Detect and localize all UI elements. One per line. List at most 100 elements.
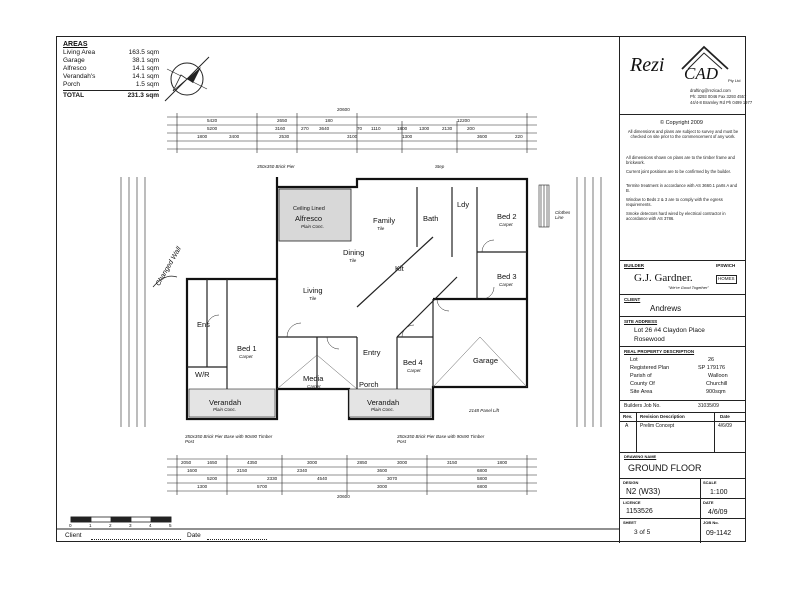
label-clothes-line: Clothes Line: [555, 210, 571, 220]
dim-top: 1800: [397, 126, 408, 131]
label-brick-pier: 350x350 Brick Pier: [257, 164, 295, 169]
dim-top: 3640: [319, 126, 330, 131]
sheet-cell: SHEET 3 of 5 JOB No. 09-1142: [620, 519, 746, 543]
dim-bottom: 3000: [377, 484, 388, 489]
firm-address: 44/4-8 Bramley Rd Ph 0499 1977: [690, 100, 753, 105]
room-alfresco-floor: Plain Conc.: [301, 224, 325, 229]
room-bed2: Bed 2: [497, 212, 517, 221]
footer-date-label: Date: [187, 532, 201, 539]
dim-top: 180: [325, 118, 333, 123]
date-line: [207, 539, 267, 540]
dim-bottom: 3150: [447, 460, 458, 465]
dim-bottom: 3000: [307, 460, 318, 465]
scale-bar-tick: 0: [69, 523, 72, 528]
licence-cell: LICENCE 1153526 DATE 4/6/09: [620, 499, 746, 519]
rev-header: Rev.: [623, 414, 633, 419]
room-living: Living: [303, 286, 323, 295]
rpd-value: 900sqm: [706, 389, 726, 395]
notes-cell: © Copyright 2009 All dimensions and plan…: [620, 115, 746, 261]
room-bed3-floor: Carpet: [499, 282, 513, 287]
scale-value: 1:100: [710, 489, 728, 496]
room-verandah-right-floor: Plain Conc.: [371, 407, 395, 412]
room-kit: Kit: [395, 264, 404, 273]
dim-bottom: 2850: [357, 460, 368, 465]
firm-email: drafting@rezicad.com: [690, 88, 731, 93]
area-label: Living Area: [63, 49, 96, 56]
room-family-floor: Tile: [377, 226, 385, 231]
rev-divider: [620, 421, 746, 422]
area-value: 14.1 sqm: [132, 65, 159, 72]
copyright: © Copyright 2009: [660, 120, 703, 126]
dim-top: 1300: [402, 134, 413, 139]
label-step: Step: [435, 164, 445, 169]
dim-top: 3400: [229, 134, 240, 139]
note-item: Smoke detectors hard wired by electrical…: [626, 211, 726, 222]
title-block: Rezi CAD Pty Ltd drafting@rezicad.com Ph…: [619, 37, 752, 543]
dim-top: 5420: [207, 118, 218, 123]
rev-header: Revision Description: [640, 414, 685, 419]
scale-bar-tick: 4: [149, 523, 152, 528]
area-label: Garage: [63, 57, 85, 64]
label-pier-right: 350x350 Brick Pier Base with 90x90 Timbe…: [397, 434, 485, 444]
note-item: Window to Beds 2 & 3 are to comply with …: [626, 197, 723, 208]
room-bed4-floor: Carpet: [407, 368, 421, 373]
dim-top: 12200: [457, 118, 470, 123]
site-cell: SITE ADDRESS Lot 26 #4 Claydon Place Ros…: [620, 317, 746, 347]
drawing-name-cell: DRAWING NAME GROUND FLOOR: [620, 453, 746, 479]
drawing-name: GROUND FLOOR: [628, 463, 702, 473]
garage-door: 2148 Panel Lift: [469, 408, 500, 413]
dim-bottom: 4540: [317, 476, 328, 481]
dim-top: 1800: [197, 134, 208, 139]
room-living-floor: Tile: [309, 296, 317, 301]
area-value: 163.5 sqm: [128, 49, 159, 56]
logo-suffix: Pty Ltd: [728, 78, 741, 83]
room-bed1-floor: Carpet: [239, 354, 253, 359]
footer-client-label: Client: [65, 532, 82, 539]
dim-overall-bottom: 20600: [337, 494, 350, 499]
room-bath: Bath: [423, 214, 439, 223]
rpd-key: Registered Plan: [630, 365, 670, 371]
dim-top: 70: [357, 126, 363, 131]
rpd-cell: REAL PROPERTY DESCRIPTION Lot 26 Registe…: [620, 347, 746, 401]
dim-bottom: 1600: [187, 468, 198, 473]
dim-bottom: 3070: [387, 476, 398, 481]
rpd-key: Parish of: [630, 373, 652, 379]
room-entry: Entry: [363, 348, 381, 357]
dim-bottom: 6800: [477, 468, 488, 473]
room-verandah-right: Verandah: [367, 398, 400, 407]
room-alfresco: Alfresco: [295, 214, 323, 223]
north-arrow-icon: [164, 56, 210, 102]
dim-bottom: 1650: [207, 460, 218, 465]
area-label: Verandah's: [63, 73, 96, 80]
note-item: Current joint positions are to be confir…: [626, 169, 731, 174]
job-label: Builders Job No.: [624, 403, 661, 409]
sheet-label: SHEET: [623, 520, 637, 525]
area-total-value: 231.3 sqm: [127, 92, 159, 99]
revisions-cell: Rev. Revision Description Date A Prelim …: [620, 413, 746, 453]
room-porch: Porch: [359, 380, 379, 389]
rpd-value: 26: [708, 357, 715, 363]
room-alfresco-note: Ceiling Lined: [293, 206, 325, 212]
licence-label: LICENCE: [623, 500, 641, 505]
areas-row: Living Area 163.5 sqm: [63, 49, 159, 57]
client-cell: CLIENT Andrews: [620, 295, 746, 317]
dim-bottom: 2050: [181, 460, 192, 465]
dim-top: 1110: [371, 126, 381, 131]
jobno-value: 09-1142: [706, 530, 732, 537]
room-verandah-left-floor: Plain Conc.: [213, 407, 237, 412]
note-item: All dimensions shown on plans are to the…: [626, 155, 735, 166]
area-value: 38.1 sqm: [132, 57, 159, 64]
firm-logo-cell: Rezi CAD Pty Ltd drafting@rezicad.com Ph…: [620, 37, 752, 115]
room-media: Media: [303, 374, 324, 383]
client-label: CLIENT: [624, 297, 641, 302]
room-bed1: Bed 1: [237, 344, 257, 353]
logo-cad: CAD: [684, 64, 718, 83]
job-cell: Builders Job No. 31035/09: [620, 401, 746, 413]
dim-top: 220: [515, 134, 523, 139]
rpd-key: County Of: [630, 381, 655, 387]
area-total-label: TOTAL: [63, 92, 85, 99]
dim-top: 200: [467, 126, 475, 131]
site-label: SITE ADDRESS: [624, 319, 658, 324]
areas-total-row: TOTAL 231.3 sqm: [63, 90, 159, 100]
